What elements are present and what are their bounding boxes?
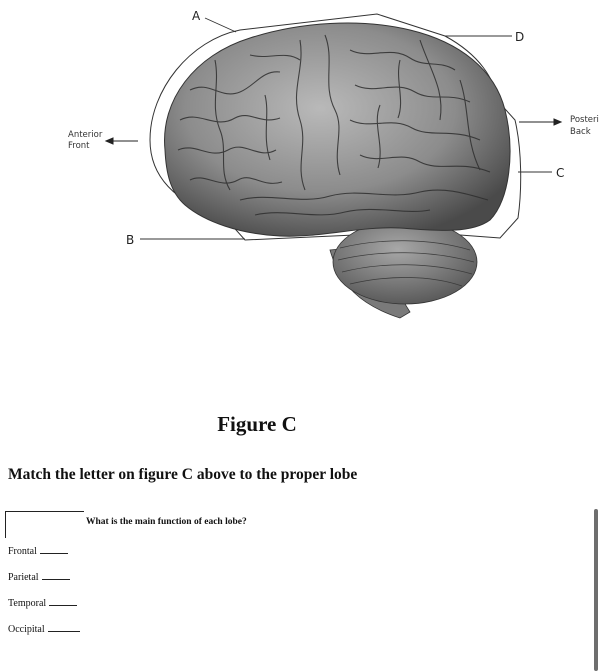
label-c: C (556, 166, 564, 180)
arrow-right-icon (553, 118, 563, 126)
answer-box[interactable] (5, 511, 84, 538)
answer-blank[interactable] (41, 570, 70, 580)
cerebellum-folia (337, 240, 475, 287)
arrow-left-icon (104, 137, 114, 145)
lobe-label: Parietal (8, 572, 39, 583)
label-anterior: Anterior (68, 130, 103, 140)
lobe-item-occipital: Occipital (8, 622, 80, 635)
lobe-item-frontal: Frontal (8, 544, 68, 557)
cerebrum (164, 22, 511, 237)
answer-blank[interactable] (49, 596, 78, 606)
lobe-item-parietal: Parietal (8, 570, 70, 583)
direction-arrows (104, 118, 563, 145)
label-a: A (192, 9, 201, 23)
cerebellum (332, 219, 478, 305)
lobe-label: Occipital (8, 624, 45, 635)
label-lines (140, 17, 552, 240)
label-b: B (126, 233, 134, 247)
lobe-outline (149, 13, 522, 241)
figure-caption: Figure C (217, 412, 297, 436)
label-front: Front (68, 141, 90, 151)
sulci-texture (177, 34, 491, 216)
instruction-text: Match the letter on figure C above to th… (8, 466, 358, 483)
question-text: What is the main function of each lobe? (86, 517, 247, 527)
label-d: D (515, 30, 524, 44)
lobe-label: Temporal (8, 598, 47, 609)
answer-blank[interactable] (47, 622, 80, 632)
lobe-label: Frontal (8, 546, 37, 557)
label-posterior: Posteri (570, 115, 599, 125)
label-back: Back (570, 127, 591, 137)
lobe-item-temporal: Temporal (8, 596, 78, 609)
answer-blank[interactable] (39, 544, 68, 554)
scrollbar[interactable] (594, 509, 598, 671)
brain-figure: A D C B Anterior Front Posteri Back (68, 9, 599, 319)
